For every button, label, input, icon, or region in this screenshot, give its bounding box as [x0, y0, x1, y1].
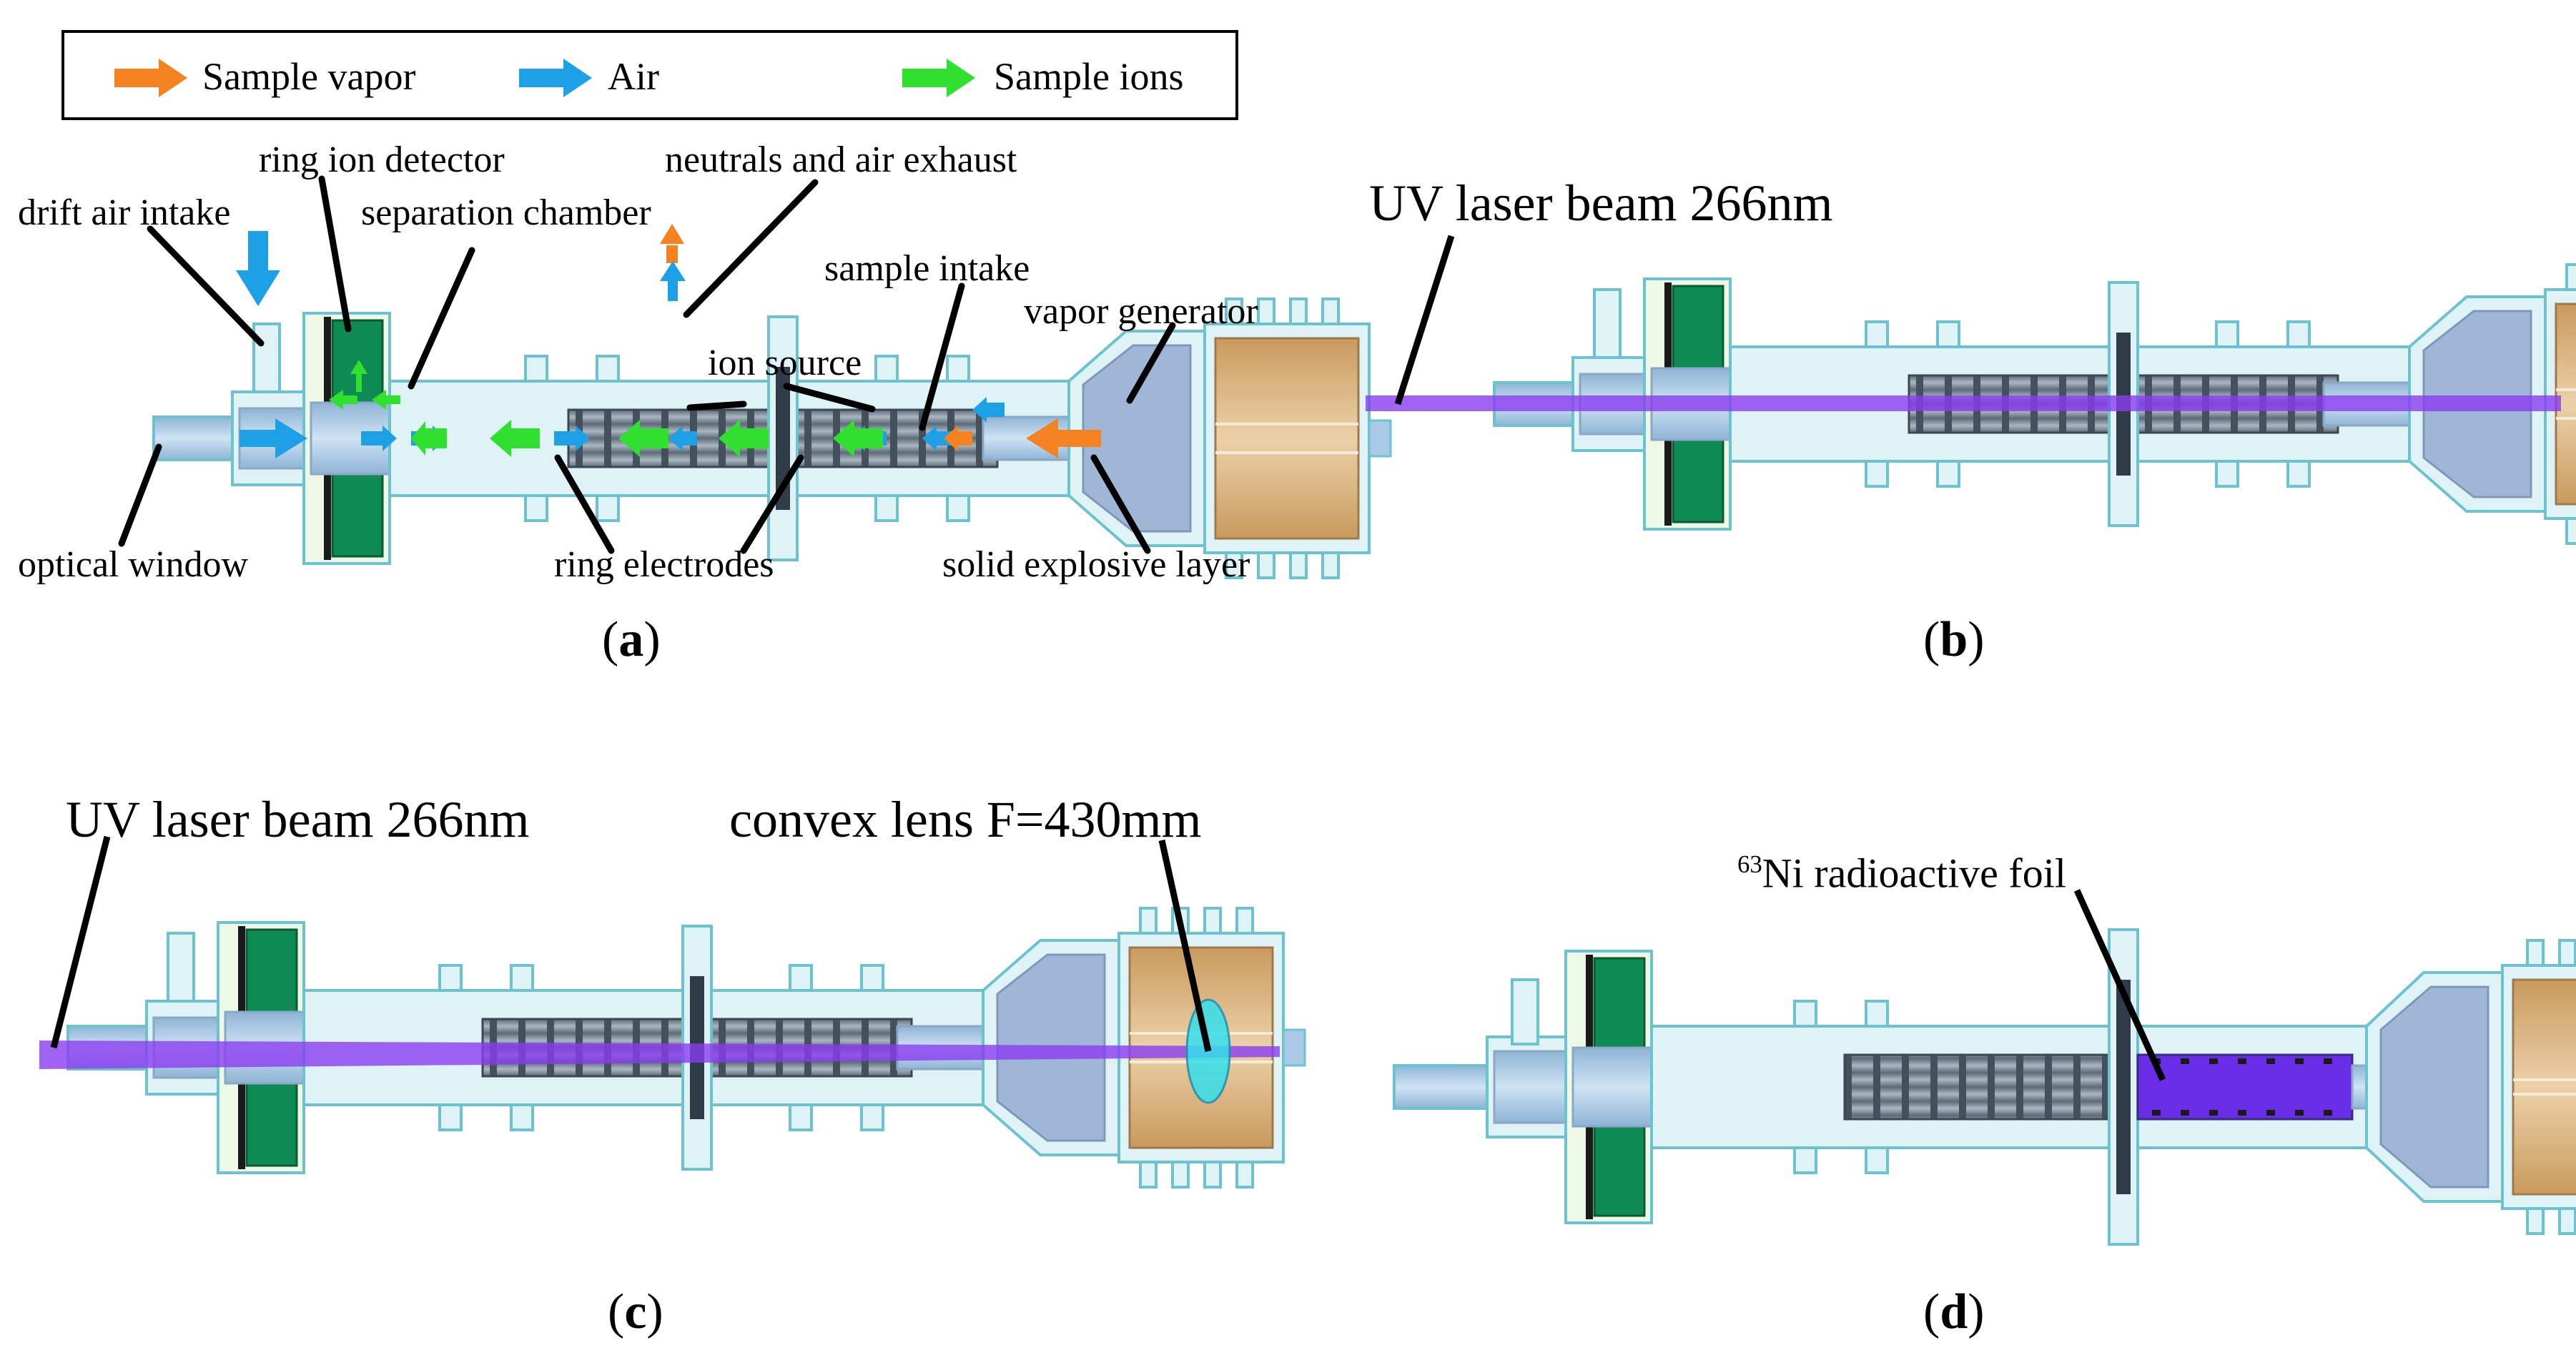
- label-drift-air-intake: drift air intake: [18, 192, 231, 233]
- legend-label-air: Air: [608, 55, 659, 98]
- label-ring-electrodes: ring electrodes: [554, 544, 774, 585]
- panel-b-laser: [1366, 395, 2561, 411]
- panel-d-leader: [2073, 889, 2166, 1081]
- legend-arrow-vapor: [114, 59, 187, 97]
- legend-label-ions: Sample ions: [994, 55, 1184, 98]
- panel-b-leader: [1394, 235, 1455, 405]
- panel-a-instrument: [152, 224, 1392, 579]
- panel-a-tag: (a): [602, 612, 661, 667]
- label-lens-c: convex lens F=430mm: [729, 791, 1202, 848]
- panel-c-laser: [39, 1040, 1280, 1069]
- foil-text: Ni radioactive foil: [1762, 850, 2066, 897]
- air-arrow-intake: [236, 231, 280, 306]
- vapor-arrows: [660, 224, 1101, 458]
- legend: [61, 30, 1238, 120]
- label-vapor-generator: vapor generator: [1024, 291, 1258, 332]
- isotope-number: 63: [1737, 850, 1762, 878]
- legend-label-vapor: Sample vapor: [202, 55, 416, 98]
- label-neutrals-exhaust: neutrals and air exhaust: [665, 139, 1017, 180]
- panel-a-leaders: [118, 175, 1176, 554]
- label-uv-beam-c: UV laser beam 266nm: [66, 791, 530, 848]
- label-uv-beam-b: UV laser beam 266nm: [1369, 174, 1833, 232]
- panel-b-tag: (b): [1923, 612, 1985, 667]
- label-ring-ion-detector: ring ion detector: [259, 139, 505, 180]
- panel-d-instrument: [1393, 928, 2576, 1246]
- legend-arrow-ions: [902, 59, 975, 97]
- ion-arrows: [329, 360, 883, 457]
- air-arrow-exhaust: [660, 261, 686, 301]
- label-solid-explosive-layer: solid explosive layer: [942, 544, 1250, 585]
- label-optical-window: optical window: [18, 544, 249, 585]
- label-separation-chamber: separation chamber: [361, 192, 651, 233]
- label-ion-source: ion source: [708, 343, 862, 383]
- panel-c-leader-lens: [1158, 840, 1212, 1052]
- label-sample-intake: sample intake: [824, 248, 1030, 289]
- panel-c-leader-beam: [50, 835, 111, 1049]
- legend-arrow-air: [519, 59, 592, 97]
- panel-d-tag: (d): [1923, 1284, 1985, 1339]
- label-foil-d: 63Ni radioactive foil: [1737, 852, 2066, 894]
- panel-c-tag: (c): [608, 1284, 663, 1339]
